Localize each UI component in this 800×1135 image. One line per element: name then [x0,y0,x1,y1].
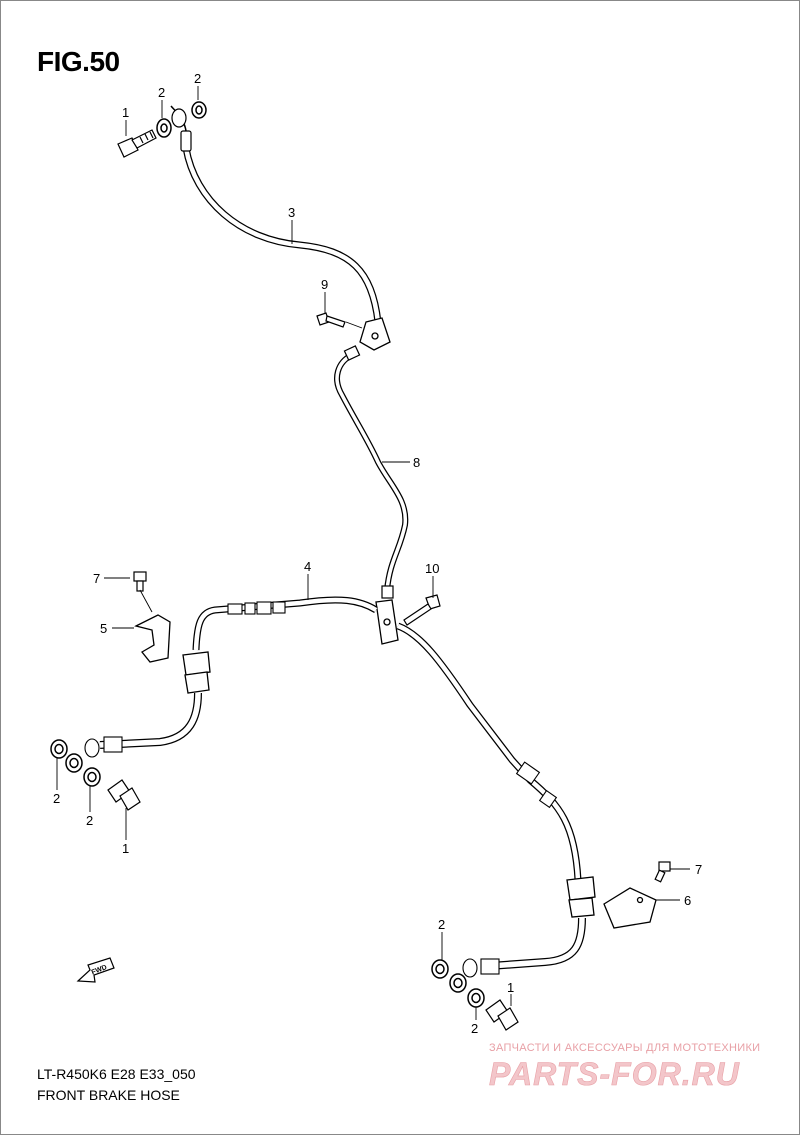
union-bolt-left [107,779,141,811]
junction-block-upper [359,317,391,351]
bracket-5 [134,614,171,663]
grommet-right [566,876,596,918]
union-bolt-right [485,999,519,1031]
callout-2-top-right: 2 [194,71,201,86]
hose-3 [182,147,382,323]
callout-6: 6 [684,893,691,908]
bracket-6 [603,887,657,929]
hose-right-lower-fitting [462,958,500,978]
grommet-left [182,651,211,694]
hose-4-lower-fitting [84,736,123,758]
bolt-7-left [133,571,147,592]
hose-right-fittings [515,761,558,809]
callout-7-left: 7 [93,571,100,586]
hose-4-fittings [227,601,286,615]
watermark-brand: PARTS-FOR.RU [489,1056,740,1091]
leader-lines [56,86,690,1020]
figure-caption: FRONT BRAKE HOSE [37,1087,180,1103]
watermark-logo: PARTS-FOR.RU [489,1056,740,1091]
callout-2-right-a: 2 [438,917,445,932]
callout-2-left-a: 2 [53,791,60,806]
union-bolt-top [117,129,157,158]
watermark-tagline: ЗАПЧАСТИ И АКСЕССУАРЫ ДЛЯ МОТОТЕХНИКИ [489,1042,761,1054]
callout-2-top-left: 2 [158,85,165,100]
callout-1-right: 1 [507,980,514,995]
callout-1-left: 1 [122,841,129,856]
hose-4-lower [99,692,202,749]
callout-2-right-b: 2 [471,1021,478,1036]
model-code: LT-R450K6 E28 E33_050 [37,1066,196,1082]
pipe-nut-upper [343,345,361,361]
hose-4 [192,596,378,651]
callout-7-right: 7 [695,862,702,877]
brake-pipe-8 [334,352,409,591]
figure-title: FIG.50 [37,46,120,77]
bolt-7-right [654,861,671,883]
callout-2-left-b: 2 [86,813,93,828]
pipe-nut-lower [381,585,394,599]
callout-8: 8 [413,455,420,470]
forward-direction-arrow: FWD [76,957,115,983]
bolt-9 [316,312,346,328]
callout-4: 4 [304,559,311,574]
callout-5: 5 [100,621,107,636]
callout-labels: 1 2 2 3 9 8 7 4 10 5 2 2 1 7 6 2 1 2 [53,71,702,1036]
washers-top [156,101,207,138]
banjo-fitting-top [170,105,192,152]
callout-9: 9 [321,277,328,292]
washers-left [50,739,101,787]
washers-right [431,959,485,1008]
hose-right [396,622,582,881]
hose-right-lower [489,917,586,970]
bolt-10 [403,594,441,626]
callout-10: 10 [425,561,439,576]
callout-1-top: 1 [122,105,129,120]
callout-3: 3 [288,205,295,220]
junction-block-lower [375,599,399,645]
